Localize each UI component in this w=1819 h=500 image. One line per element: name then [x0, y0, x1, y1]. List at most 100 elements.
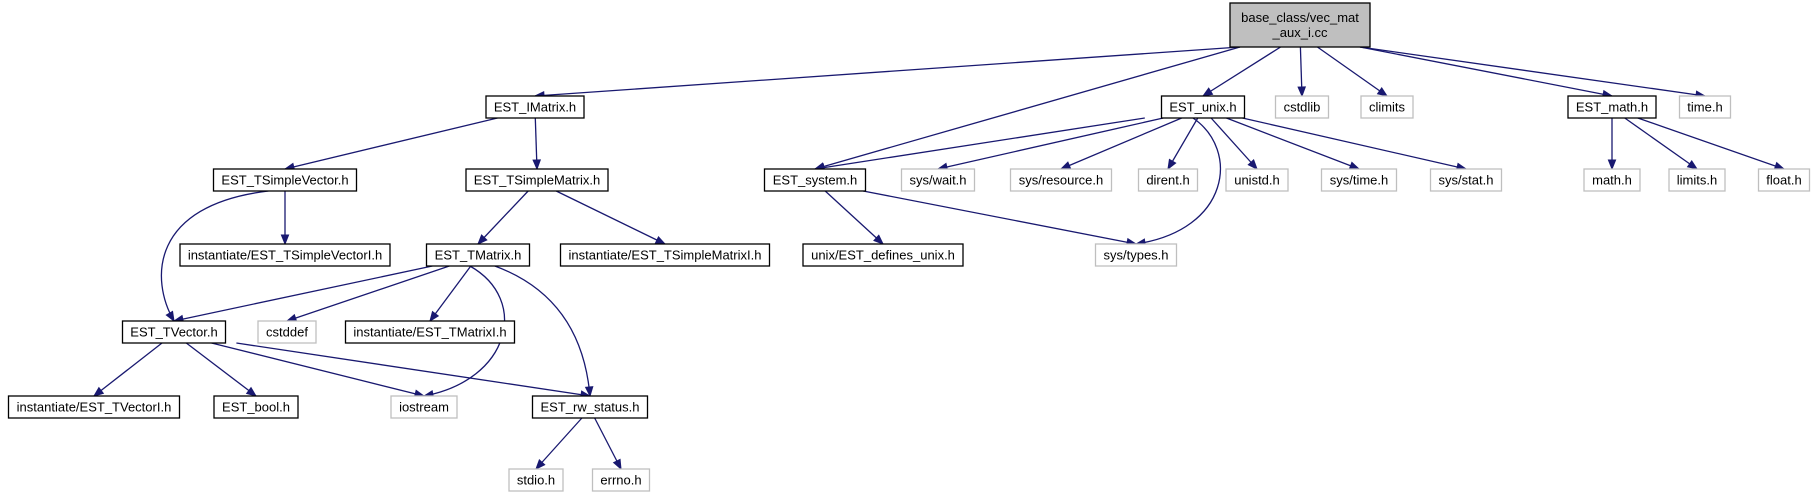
- arrowhead: [1247, 159, 1258, 171]
- node-box: [508, 468, 564, 492]
- node-box: [1009, 168, 1113, 192]
- node-tvectori[interactable]: instantiate/EST_TVectorI.h: [7, 395, 181, 419]
- edge-tvector-to-iostream: [211, 342, 426, 398]
- node-floath[interactable]: float.h: [1757, 168, 1811, 192]
- node-errno[interactable]: errno.h: [591, 468, 651, 492]
- node-box: [465, 168, 609, 192]
- edge-system-to-systypes: [863, 190, 1138, 247]
- node-tsmati[interactable]: instantiate/EST_TSimpleMatrixI.h: [559, 243, 771, 267]
- edge-line: [286, 265, 450, 322]
- node-label: EST_IMatrix.h: [494, 100, 576, 115]
- edge-line: [1210, 117, 1258, 170]
- node-definesunix[interactable]: unix/EST_defines_unix.h: [802, 243, 964, 267]
- node-tmatrixi[interactable]: instantiate/EST_TMatrixI.h: [344, 320, 516, 344]
- edge-line: [173, 265, 433, 322]
- arrowhead: [535, 459, 546, 471]
- edge-tvector-to-tvectori: [92, 342, 163, 397]
- node-box: [1094, 243, 1178, 267]
- node-box: [7, 395, 181, 419]
- nodes: base_class/vec_mat_aux_i.ccEST_IMatrix.h…: [7, 2, 1811, 492]
- node-label: base_class/vec_mat: [1241, 10, 1359, 25]
- node-box: [1225, 168, 1289, 192]
- arrowhead: [429, 310, 440, 323]
- edge-imatrix-to-tsmat: [532, 117, 542, 171]
- node-dirent[interactable]: dirent.h: [1137, 168, 1199, 192]
- arrowhead: [1686, 159, 1699, 170]
- node-tmatrix[interactable]: EST_TMatrix.h: [425, 243, 531, 267]
- edge-root-to-imatrix: [533, 46, 1241, 100]
- arrowhead: [245, 386, 258, 397]
- node-imatrix[interactable]: EST_IMatrix.h: [485, 95, 585, 119]
- node-timeh[interactable]: time.h: [1678, 95, 1732, 119]
- node-label: time.h: [1687, 100, 1722, 115]
- node-box: [212, 168, 358, 192]
- edge-unix-to-sysstat: [1242, 117, 1468, 172]
- node-label: EST_rw_status.h: [541, 400, 640, 415]
- node-label: instantiate/EST_TMatrixI.h: [353, 325, 506, 340]
- edge-line: [535, 417, 583, 470]
- node-system[interactable]: EST_system.h: [763, 168, 867, 192]
- edge-math-to-limits: [1624, 117, 1699, 170]
- node-syswait[interactable]: sys/wait.h: [900, 168, 976, 192]
- edge-line: [1060, 117, 1182, 170]
- arrowhead: [477, 234, 488, 245]
- edge-root-to-unix: [1201, 46, 1281, 97]
- node-cstddef[interactable]: cstddef: [257, 320, 317, 344]
- edge-line: [1226, 117, 1360, 170]
- edge-line: [1637, 117, 1785, 170]
- node-box: [1429, 168, 1503, 192]
- edge-imatrix-to-tsvec: [283, 117, 498, 172]
- node-label: _aux_i.cc: [1272, 25, 1328, 40]
- node-systime[interactable]: sys/time.h: [1320, 168, 1398, 192]
- arrowhead: [1201, 87, 1214, 97]
- node-iostream[interactable]: iostream: [390, 395, 458, 419]
- edge-unix-to-systime: [1226, 117, 1361, 170]
- edge-line: [824, 190, 884, 245]
- node-label: iostream: [399, 400, 449, 415]
- node-mathh[interactable]: math.h: [1583, 168, 1641, 192]
- node-label: sys/resource.h: [1019, 173, 1104, 188]
- node-label: sys/types.h: [1103, 248, 1168, 263]
- node-limits[interactable]: limits.h: [1668, 168, 1726, 192]
- node-sysresource[interactable]: sys/resource.h: [1009, 168, 1113, 192]
- node-tvector[interactable]: EST_TVector.h: [121, 320, 227, 344]
- edge-tsmat-to-tsmati: [555, 190, 667, 245]
- node-tsmat[interactable]: EST_TSimpleMatrix.h: [465, 168, 609, 192]
- edge-unix-to-system: [813, 117, 1145, 172]
- node-box: [802, 243, 964, 267]
- node-label: dirent.h: [1146, 173, 1189, 188]
- node-box: [1678, 95, 1732, 119]
- node-box: [1583, 168, 1641, 192]
- node-systypes[interactable]: sys/types.h: [1094, 243, 1178, 267]
- node-tsvec[interactable]: EST_TSimpleVector.h: [212, 168, 358, 192]
- node-box: [1567, 95, 1657, 119]
- node-cstdlib[interactable]: cstdlib: [1274, 95, 1330, 119]
- node-label: instantiate/EST_TSimpleVectorI.h: [188, 248, 382, 263]
- edge-line: [594, 417, 622, 470]
- node-tsveci[interactable]: instantiate/EST_TSimpleVectorI.h: [179, 243, 391, 267]
- edge-line: [160, 190, 269, 322]
- node-math[interactable]: EST_math.h: [1567, 95, 1657, 119]
- node-label: limits.h: [1677, 173, 1717, 188]
- edge-tvector-to-bool: [185, 342, 258, 397]
- node-stdio[interactable]: stdio.h: [508, 468, 564, 492]
- arrowhead: [1167, 158, 1177, 171]
- node-box: [1229, 2, 1371, 48]
- node-box: [1757, 168, 1811, 192]
- node-box: [1360, 95, 1414, 119]
- node-box: [1160, 95, 1246, 119]
- edge-line: [1135, 117, 1222, 245]
- node-root[interactable]: base_class/vec_mat_aux_i.cc: [1229, 2, 1371, 48]
- node-label: EST_bool.h: [222, 400, 290, 415]
- node-rwstatus[interactable]: EST_rw_status.h: [531, 395, 649, 419]
- node-box: [763, 168, 867, 192]
- node-unistd[interactable]: unistd.h: [1225, 168, 1289, 192]
- arrowhead: [1376, 86, 1389, 97]
- node-climits[interactable]: climits: [1360, 95, 1414, 119]
- node-box: [179, 243, 391, 267]
- edge-math-to-mathh: [1607, 118, 1617, 171]
- node-label: instantiate/EST_TSimpleMatrixI.h: [569, 248, 762, 263]
- node-sysstat[interactable]: sys/stat.h: [1429, 168, 1503, 192]
- node-unix[interactable]: EST_unix.h: [1160, 95, 1246, 119]
- node-bool[interactable]: EST_bool.h: [213, 395, 299, 419]
